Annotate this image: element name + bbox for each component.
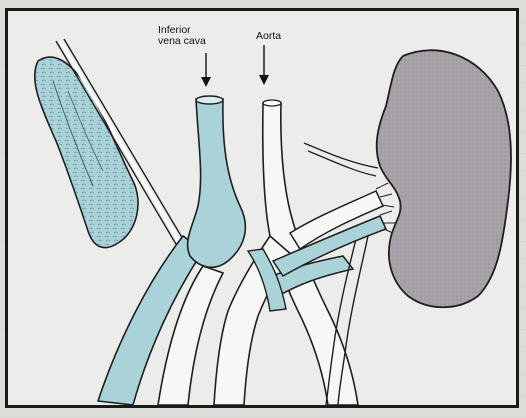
anatomy-illustration <box>8 11 516 405</box>
inferior-vena-cava <box>188 96 246 267</box>
adrenal-vessel <box>304 143 378 176</box>
inferior-vena-cava-label: Inferior vena cava <box>158 25 206 47</box>
ivc-label-line2: vena cava <box>158 36 206 47</box>
aorta-label: Aorta <box>256 31 281 42</box>
kidney <box>377 50 511 307</box>
anatomy-figure: Inferior vena cava Aorta <box>5 8 519 408</box>
